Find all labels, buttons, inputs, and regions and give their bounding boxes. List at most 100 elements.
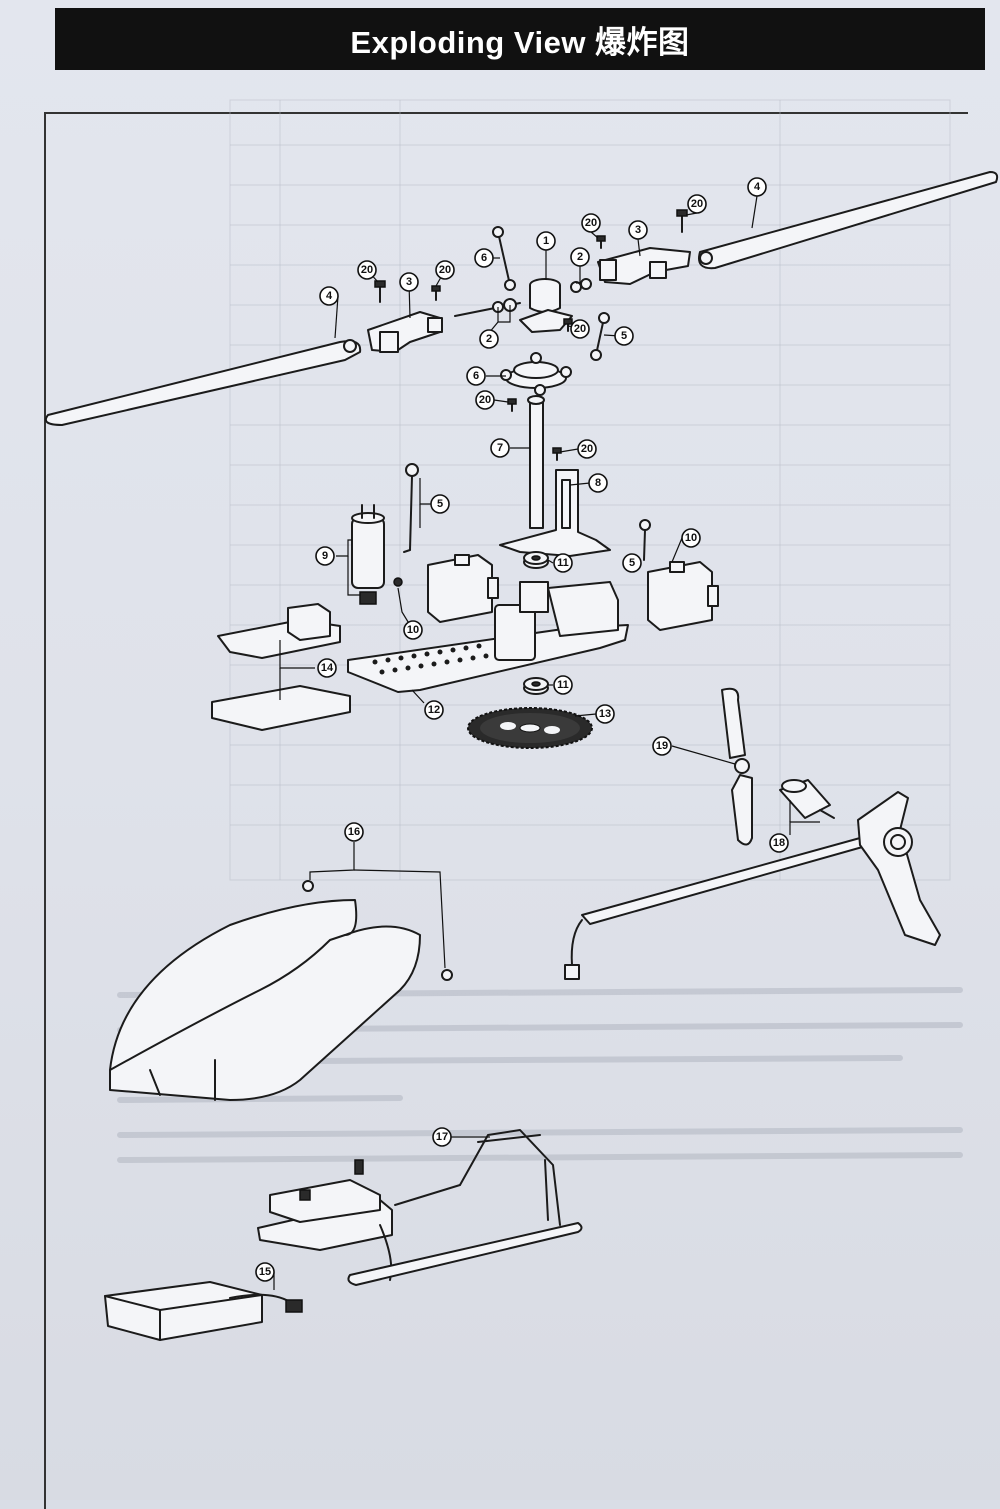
callout-7: 7 [490,438,510,458]
callout-5-right: 5 [622,553,642,573]
svg-text:9: 9 [322,550,328,562]
callout-6-upper: 6 [474,248,494,268]
tail-rotor [721,687,753,846]
svg-text:7: 7 [497,442,503,454]
svg-text:4: 4 [326,290,333,302]
svg-text:10: 10 [685,532,697,544]
svg-text:11: 11 [557,557,569,569]
blade-grip-left [367,311,443,353]
main-shaft [527,395,545,529]
callout-12: 12 [424,700,444,720]
svg-text:19: 19 [656,740,668,752]
callout-8: 8 [588,473,608,493]
callout-11-lower: 11 [553,675,573,695]
callout-10-right: 10 [681,528,701,548]
servo-pushrod-left [403,463,419,553]
callout-20-g: 20 [577,439,597,459]
callout-17: 17 [432,1127,452,1147]
callout-20-e: 20 [570,319,590,339]
svg-text:20: 20 [479,394,491,406]
control-board [211,603,351,731]
svg-text:2: 2 [577,251,583,263]
main-gear [467,707,593,749]
swashplate [500,352,572,396]
svg-text:20: 20 [585,217,597,229]
callout-5-upper: 5 [614,326,634,346]
svg-text:5: 5 [437,498,443,510]
linkage-rod-5-upper [590,312,610,361]
svg-text:2: 2 [486,333,492,345]
callout-1: 1 [536,231,556,251]
tail-boom-assembly [564,779,941,980]
callout-4-left: 4 [319,286,339,306]
callout-5-left: 5 [430,494,450,514]
svg-text:6: 6 [473,370,479,382]
callout-labels: 4 20 3 20 6 1 2 20 3 20 4 2 20 5 6 20 7 … [255,177,789,1282]
svg-text:14: 14 [321,662,334,674]
callout-3-right: 3 [628,220,648,240]
callout-15: 15 [255,1262,275,1282]
callout-19: 19 [652,736,672,756]
svg-text:3: 3 [406,276,412,288]
callout-20-f: 20 [475,390,495,410]
landing-skid [257,1129,583,1286]
svg-text:20: 20 [581,443,593,455]
canopy [109,880,453,1101]
callout-13: 13 [595,704,615,724]
bearing-upper [523,551,549,569]
callout-4-right: 4 [747,177,767,197]
svg-text:1: 1 [543,235,549,247]
main-blade-left [44,339,362,426]
page-title: Exploding View 爆炸图 [55,8,985,70]
svg-text:20: 20 [691,198,703,210]
callout-20-b: 20 [435,260,455,280]
bearing-lower [523,677,549,695]
blade-grip-right [597,247,691,285]
callout-3-left: 3 [399,272,419,292]
svg-text:20: 20 [361,264,373,276]
callout-2-left: 2 [479,329,499,349]
callout-20-d: 20 [687,194,707,214]
callout-14: 14 [317,658,337,678]
svg-text:10: 10 [407,624,419,636]
leader-lines [273,195,820,1290]
callout-16: 16 [344,822,364,842]
battery [104,1281,303,1341]
frame-side-mount [499,469,611,557]
svg-text:4: 4 [754,181,761,193]
svg-text:6: 6 [481,252,487,264]
callout-18: 18 [769,833,789,853]
svg-text:5: 5 [629,557,635,569]
callout-6-swash: 6 [466,366,486,386]
svg-text:20: 20 [439,264,451,276]
svg-text:13: 13 [599,708,611,720]
screws [374,209,688,461]
servo-left [393,554,499,623]
diagram-frame [44,112,968,1509]
svg-text:8: 8 [595,477,601,489]
servo-right [647,561,719,631]
svg-text:5: 5 [621,330,627,342]
callout-10-left: 10 [403,620,423,640]
callout-2-right: 2 [570,247,590,267]
callout-20-c: 20 [581,213,601,233]
main-motor [351,504,385,605]
svg-text:17: 17 [436,1131,448,1143]
servo-pushrod-right [639,519,651,561]
svg-text:12: 12 [428,704,440,716]
callout-9: 9 [315,546,335,566]
callout-20-a: 20 [357,260,377,280]
svg-text:11: 11 [557,679,569,691]
callout-11-upper: 11 [553,553,573,573]
svg-text:16: 16 [348,826,360,838]
svg-text:20: 20 [574,323,586,335]
main-blade-right [698,171,999,270]
svg-text:15: 15 [259,1266,271,1278]
main-frame [347,581,629,693]
rotor-head [519,278,573,333]
svg-text:18: 18 [773,837,785,849]
linkage-rod-upper [492,226,516,291]
svg-text:3: 3 [635,224,641,236]
